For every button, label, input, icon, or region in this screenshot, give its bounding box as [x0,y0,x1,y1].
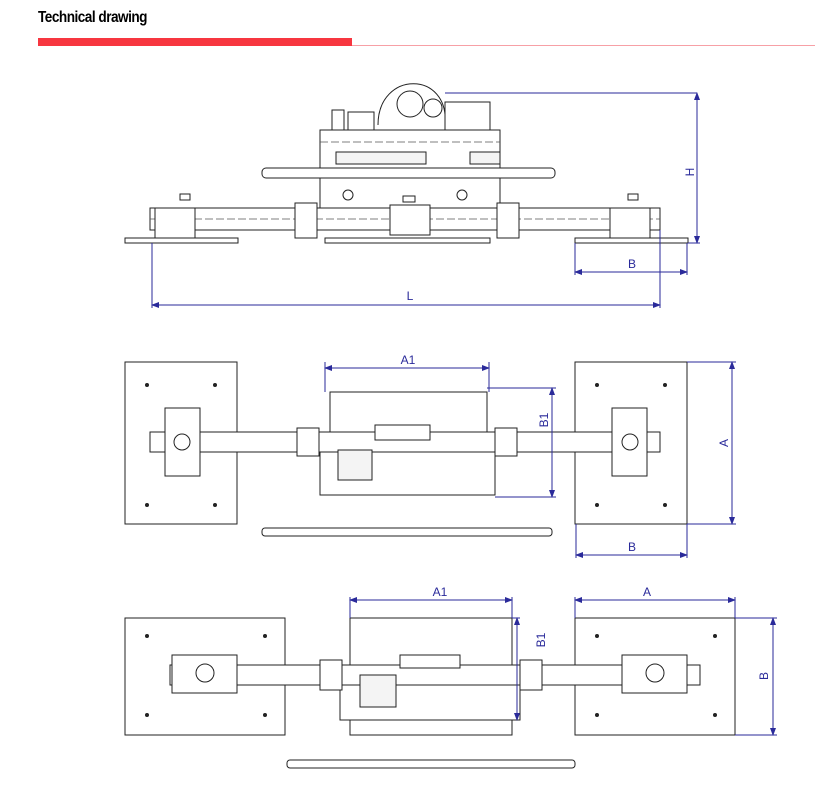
suction-pad-left [124,237,239,244]
suction-pad-center [324,237,491,244]
dim-a1-label: A1 [433,585,448,599]
dim-b1-label: B1 [537,412,551,427]
top-view-2: A1 B1 A B [124,585,777,769]
handle-bar [261,167,556,179]
top-view-1: A1 B1 A B [124,353,736,558]
dim-l-label: L [407,289,414,303]
page-title: Technical drawing [38,9,147,26]
dim-h-label: H [683,168,697,177]
dim-a1-label: A1 [401,353,416,367]
dim-a-label: A [643,585,651,599]
title-divider [352,45,815,46]
dim-b1-label: B1 [534,632,548,647]
valve-block [444,101,491,131]
vacuum-gauge-icon [423,98,443,118]
dim-b-label: B [628,540,636,554]
dim-b-label: B [757,672,771,680]
handle-bar [286,759,576,769]
side-view: H B L [124,83,700,308]
handle-bar [261,527,553,537]
dim-a-label: A [717,439,731,447]
suction-pad-right [574,237,689,244]
title-accent-bar [38,38,352,46]
dim-b-label: B [628,257,636,271]
